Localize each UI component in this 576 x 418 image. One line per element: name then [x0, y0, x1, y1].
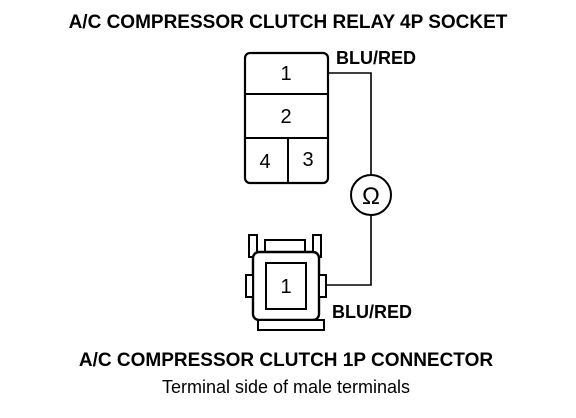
connector-terminal-cavity	[265, 262, 307, 310]
lower-wire	[324, 216, 372, 286]
connector-terminal-1: 1	[280, 276, 291, 298]
socket-wire-label: BLU/RED	[336, 48, 416, 68]
connector-wire-label: BLU/RED	[332, 302, 412, 322]
socket-terminal-4: 4	[259, 151, 270, 173]
relay-socket: 1 2 4 3	[243, 51, 330, 185]
socket-terminal-3: 3	[302, 149, 313, 171]
connector-side-tab-right	[318, 274, 327, 298]
ohmmeter-icon	[350, 174, 392, 216]
ohm-symbol: Ω	[362, 183, 380, 210]
one-pin-connector: 1	[245, 234, 327, 331]
ohmmeter: Ω	[350, 174, 392, 216]
upper-wire	[328, 72, 372, 174]
connector-subtitle: Terminal side of male terminals	[162, 377, 410, 397]
socket-title: A/C COMPRESSOR CLUTCH RELAY 4P SOCKET	[69, 12, 508, 33]
connector-side-tab-left	[245, 274, 254, 298]
socket-terminal-1: 1	[280, 63, 291, 85]
socket-body	[243, 51, 330, 185]
connector-top-tab	[264, 239, 306, 253]
socket-terminal-2: 2	[280, 106, 291, 128]
connector-base	[257, 319, 325, 331]
connector-title: A/C COMPRESSOR CLUTCH 1P CONNECTOR	[79, 350, 493, 371]
